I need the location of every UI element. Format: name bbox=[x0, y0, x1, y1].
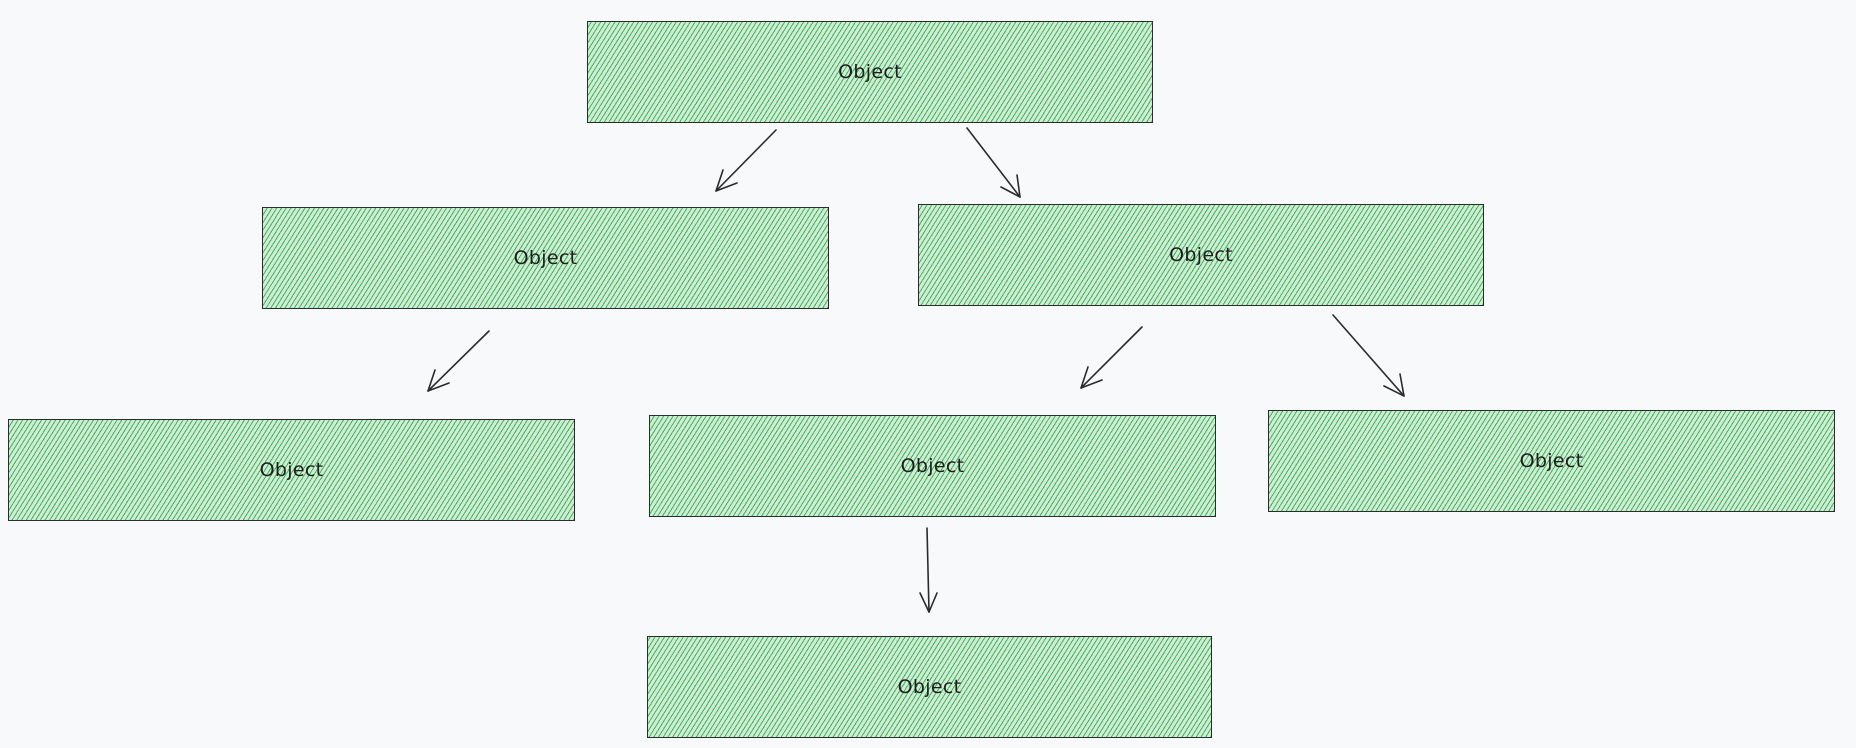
node-label: Object bbox=[900, 455, 965, 477]
object-node-level4[interactable]: Object bbox=[647, 636, 1212, 738]
object-node-level2-right[interactable]: Object bbox=[918, 204, 1484, 306]
object-node-root[interactable]: Object bbox=[587, 21, 1153, 123]
object-node-level3-middle[interactable]: Object bbox=[649, 415, 1216, 517]
node-label: Object bbox=[1519, 450, 1584, 472]
node-label: Object bbox=[838, 61, 902, 83]
object-node-level2-left[interactable]: Object bbox=[262, 207, 829, 309]
edge-n3-n6[interactable] bbox=[1332, 314, 1405, 397]
node-label: Object bbox=[259, 459, 324, 481]
node-label: Object bbox=[513, 247, 578, 269]
edge-n2-n4[interactable] bbox=[427, 330, 490, 392]
object-node-level3-right[interactable]: Object bbox=[1268, 410, 1835, 512]
edge-n1-n3[interactable] bbox=[966, 127, 1021, 198]
object-node-level3-left[interactable]: Object bbox=[8, 419, 575, 521]
edge-n5-n7[interactable] bbox=[919, 527, 938, 613]
node-label: Object bbox=[897, 676, 962, 698]
edge-n1-n2[interactable] bbox=[715, 129, 777, 192]
edge-n3-n5[interactable] bbox=[1080, 326, 1143, 389]
node-label: Object bbox=[1169, 244, 1233, 266]
